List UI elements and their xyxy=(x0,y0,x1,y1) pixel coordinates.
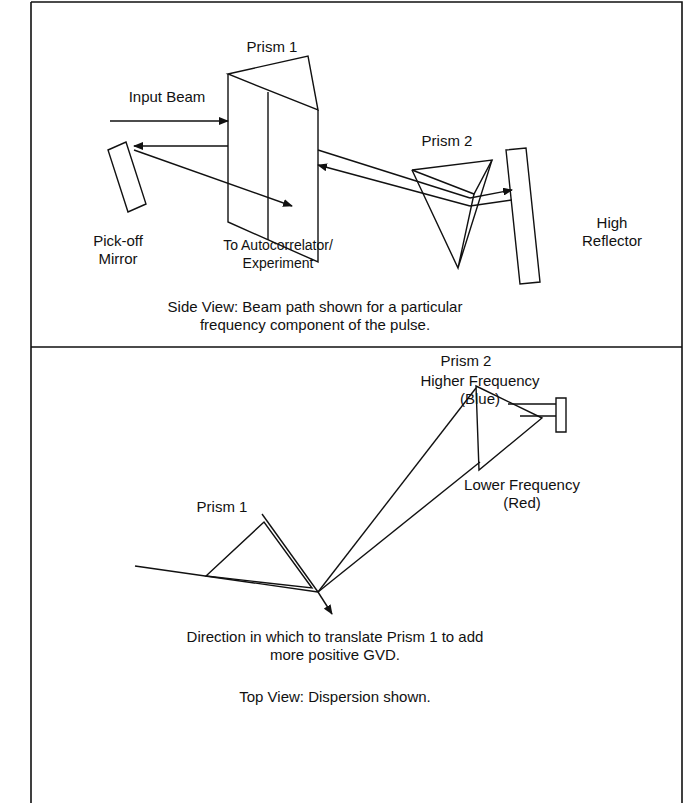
part-label: Input Beam xyxy=(107,88,227,106)
part-label: Prism 2 xyxy=(426,352,506,370)
part-label: Prism 2 xyxy=(402,132,492,150)
part-label: To Autocorrelator/ Experiment xyxy=(219,236,337,272)
note-text: Direction in which to translate Prism 1 … xyxy=(180,628,490,664)
part-label: High Reflector xyxy=(572,214,652,250)
callout-label: Higher Frequency (Blue) xyxy=(416,372,544,408)
part-label: Prism 1 xyxy=(182,498,262,516)
part-label: Pick-off Mirror xyxy=(78,232,158,268)
part-label: Prism 1 xyxy=(227,38,317,56)
callout-label: Lower Frequency (Red) xyxy=(458,476,586,512)
view-caption: Top View: Dispersion shown. xyxy=(185,688,485,706)
view-caption: Side View: Beam path shown for a particu… xyxy=(150,298,480,334)
